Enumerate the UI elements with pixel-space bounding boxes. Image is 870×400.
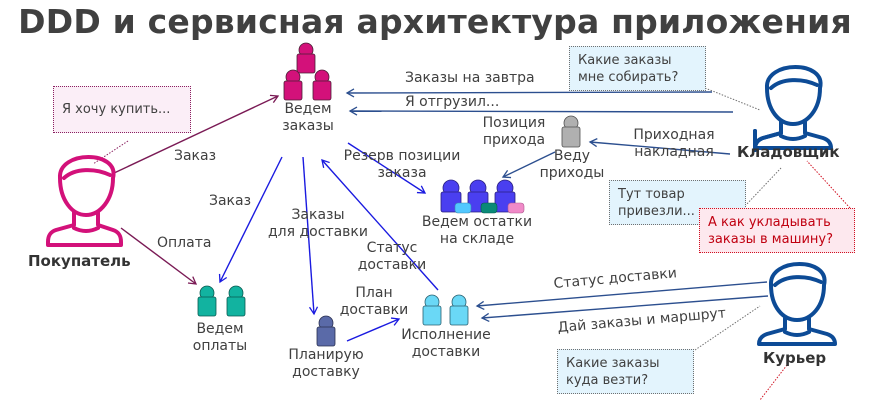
- delivery-service-label: Исполнение доставки: [396, 327, 496, 361]
- stock-service-label-line1: Ведем остатки: [421, 214, 533, 230]
- receipts-service-label-line2: приходы: [539, 165, 605, 181]
- note-how-to-load-line2: заказы в машину?: [708, 232, 834, 247]
- note-goods-arrived-line1: Тут товар: [618, 187, 685, 202]
- orders-service-label: Ведем заказы: [276, 101, 340, 135]
- arrow-orders-tomorrow: [345, 88, 713, 98]
- edge-label-incoming-invoice-line1: Приходная: [633, 127, 715, 143]
- note-courier-orders-line1: Какие заказы: [566, 356, 660, 371]
- edge-label-order-buyer: Заказ: [174, 148, 217, 164]
- buyer-actor-label: Покупатель: [28, 252, 131, 270]
- edge-label-orders-for-delivery: Заказы для доставки: [268, 207, 368, 241]
- receipts-service-icon[interactable]: [561, 115, 581, 148]
- receipts-service-label: Веду приходы: [530, 148, 614, 182]
- edge-label-order-payments: Заказ: [209, 193, 252, 209]
- note-goods-arrived-line2: привезли...: [618, 204, 695, 219]
- edge-label-payment: Оплата: [157, 235, 212, 251]
- orders-service-label-line1: Ведем: [284, 101, 332, 117]
- orders-service-icon[interactable]: [283, 42, 332, 101]
- receipts-service-label-line1: Веду: [553, 148, 591, 164]
- note-connector-courier-red: [759, 364, 788, 400]
- arrow-give-orders: [480, 295, 769, 323]
- arrow-delivery-status: [475, 281, 768, 310]
- edge-label-incoming-invoice-line2: накладная: [634, 144, 714, 160]
- arrow-planning-to-delivery: [346, 317, 401, 342]
- edge-label-delivery-status-1-line1: Статус: [366, 240, 418, 256]
- payments-service-icon[interactable]: [197, 285, 246, 317]
- courier-actor-label: Курьер: [763, 349, 827, 367]
- storekeeper-actor-icon[interactable]: [753, 65, 833, 152]
- edge-label-delivery-plan-line2: доставки: [339, 302, 409, 318]
- arrow-receipts-to-stock: [501, 151, 556, 179]
- edge-label-reserve-line2: заказа: [377, 165, 427, 181]
- note-connector-courier: [694, 305, 761, 351]
- delivery-service-label-line2: доставки: [411, 344, 481, 360]
- payments-service-label-line1: Ведем: [196, 321, 244, 337]
- arrow-orders-to-payments: [218, 156, 283, 284]
- planning-service-label-line1: Планирую: [288, 347, 364, 363]
- arrow-shipped: [348, 106, 734, 116]
- buyer-actor-icon[interactable]: [46, 155, 123, 247]
- edge-label-delivery-status-1-line2: доставки: [357, 257, 427, 273]
- payments-service-label-line2: оплаты: [192, 338, 248, 354]
- courier-actor-icon[interactable]: [757, 262, 837, 346]
- note-connector-load: [806, 160, 851, 209]
- page-title: DDD и сервисная архитектура приложения: [18, 2, 852, 41]
- edge-label-receipt-position-line2: прихода: [482, 132, 546, 148]
- note-connector-goods: [744, 167, 782, 207]
- storekeeper-actor-label: Кладовщик: [737, 143, 840, 161]
- note-how-to-load: А как укладывать заказы в машину?: [699, 208, 855, 253]
- edge-label-delivery-status-1: Статус доставки: [352, 240, 432, 274]
- edge-label-delivery-plan: План доставки: [334, 285, 414, 319]
- edge-label-receipt-position-line1: Позиция: [482, 115, 546, 131]
- delivery-service-label-line1: Исполнение: [401, 327, 491, 343]
- payments-service-label: Ведем оплаты: [188, 321, 252, 355]
- edge-label-reserve: Резерв позиции заказа: [342, 148, 462, 182]
- edge-label-orders-for-delivery-line1: Заказы: [291, 207, 345, 223]
- edge-label-orders-for-delivery-line2: для доставки: [268, 224, 368, 240]
- note-storekeeper-orders-line1: Какие заказы: [578, 53, 672, 68]
- note-goods-arrived: Тут товар привезли...: [609, 180, 746, 225]
- delivery-service-icon[interactable]: [422, 294, 469, 326]
- stock-service-label: Ведем остатки на складе: [412, 214, 542, 248]
- note-connector-buyer: [92, 140, 129, 165]
- planning-service-label-line2: доставку: [292, 364, 360, 380]
- arrow-buyer-order: [111, 94, 280, 175]
- note-courier-orders: Какие заказы куда везти?: [557, 349, 694, 394]
- stock-service-icon[interactable]: [440, 179, 525, 214]
- arrow-orders-to-planning: [302, 156, 319, 316]
- arrow-incoming-invoice: [588, 138, 731, 155]
- note-storekeeper-orders-line2: мне собирать?: [578, 70, 679, 85]
- edge-label-orders-tomorrow: Заказы на завтра: [405, 70, 535, 86]
- arrow-buyer-payment: [120, 227, 198, 285]
- edge-label-delivery-plan-line1: План: [355, 285, 393, 301]
- planning-service-icon[interactable]: [316, 315, 336, 347]
- edge-label-receipt-position: Позиция прихода: [476, 115, 552, 149]
- edge-label-incoming-invoice: Приходная накладная: [626, 127, 722, 161]
- note-buyer: Я хочу купить...: [53, 86, 191, 133]
- edge-label-reserve-line1: Резерв позиции: [343, 148, 461, 164]
- note-storekeeper-orders: Какие заказы мне собирать?: [569, 46, 706, 91]
- planning-service-label: Планирую доставку: [280, 347, 372, 381]
- stock-service-label-line2: на складе: [439, 231, 515, 247]
- note-how-to-load-line1: А как укладывать: [708, 215, 831, 230]
- edge-label-shipped: Я отгрузил...: [405, 94, 500, 110]
- orders-service-label-line2: заказы: [282, 118, 334, 134]
- note-connector-storekeeper: [704, 87, 761, 111]
- note-courier-orders-line2: куда везти?: [566, 373, 649, 388]
- arrow-delivery-to-orders: [321, 159, 439, 291]
- arrow-orders-to-stock: [347, 142, 427, 194]
